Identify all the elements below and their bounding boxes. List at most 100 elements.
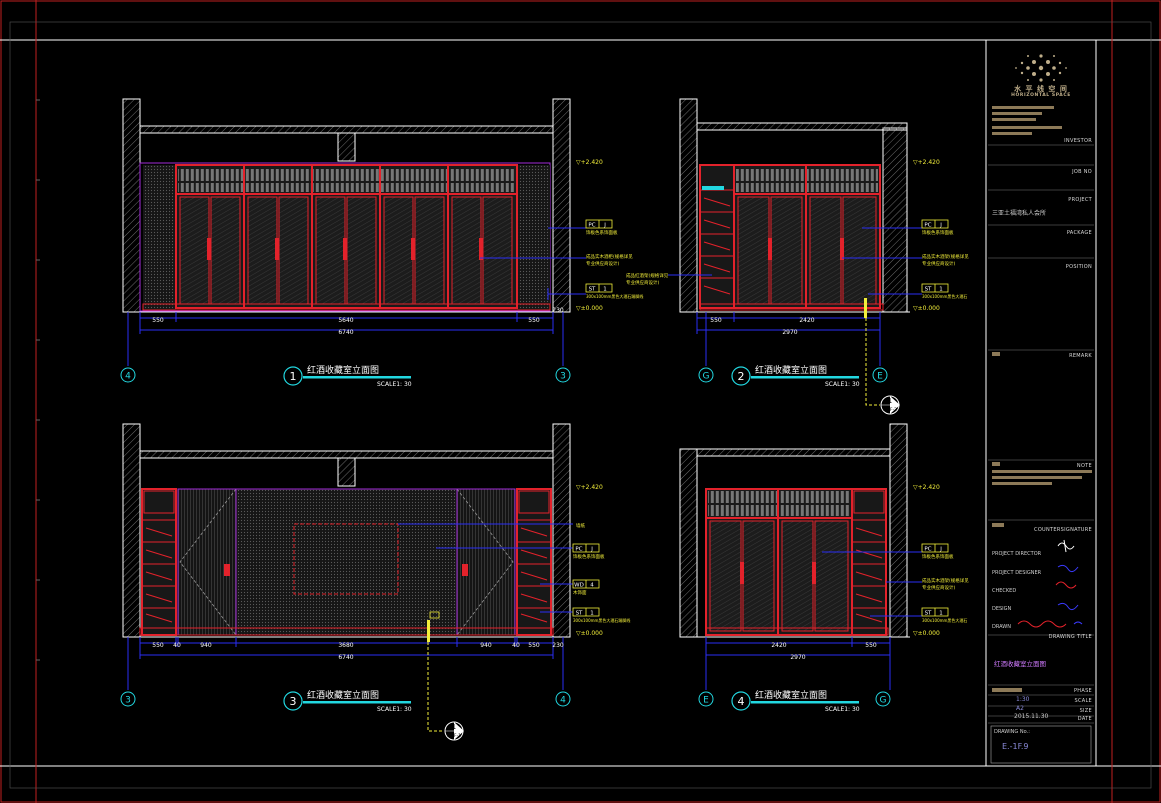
tag-num: J [939, 223, 942, 229]
wall-section [679, 98, 908, 313]
title-text: 红酒收藏室立面图 [307, 689, 379, 701]
material-tag: ST 1 300x100mm黑色大理石 [921, 607, 967, 623]
title-number: 3 [290, 695, 297, 708]
axis-label: E [703, 696, 709, 706]
dim-seg: 2420 [771, 642, 786, 649]
drawing-title-label: DRAWING TITLE [1048, 634, 1092, 640]
title-number: 2 [738, 370, 745, 383]
countersignature-label: COUNTERSIGNATURE [1034, 527, 1092, 533]
investor-label: INVESTOR [1064, 138, 1092, 144]
dim-seg: 2420 [799, 317, 814, 324]
phase-label: PHASE [1073, 688, 1092, 694]
tag-num: 1 [590, 611, 594, 617]
dimension-lines [696, 312, 881, 366]
project-label: PROJECT [1068, 197, 1092, 203]
dim-seg: 940 [480, 642, 492, 649]
note-line: 专业供应商设计) [922, 260, 955, 267]
dim-seg: 550 [152, 317, 164, 324]
dim-seg: 230 [552, 642, 564, 649]
title-scale: SCALE1: 30 [825, 706, 860, 713]
tag-note: 饰板色系饰面板 [922, 553, 954, 560]
tag-code: PC [588, 223, 595, 229]
signature [1017, 539, 1083, 628]
material-tag: ST 1 300x100mm黑色大理石 [921, 283, 967, 299]
elevation-2: 550 2420 2970 ▽+2.420 ▽±0.000 PC J 饰板色系饰… [626, 98, 969, 415]
leader-note: 成品实木酒架(规格详见 专业供应商设计) [922, 577, 969, 591]
axis-label: 3 [125, 696, 131, 706]
dim-seg: 3680 [338, 642, 353, 649]
dim-seg: 40 [512, 642, 520, 649]
note-line: 墙纸 [576, 522, 585, 529]
package-label: PACKAGE [1066, 230, 1092, 236]
elevation-title: 3 红酒收藏室立面图 SCALE1: 30 [283, 689, 412, 713]
logo-en: HORIZONTAL SPACE [1011, 93, 1071, 98]
section-reference: 1 EL-F-2 [865, 318, 900, 415]
level-bottom: ▽±0.000 [576, 630, 603, 637]
dim-seg: 40 [173, 642, 181, 649]
dim-total: 6740 [338, 654, 353, 661]
title-text: 红酒收藏室立面图 [755, 364, 827, 376]
drawn-label: DRAWN [992, 624, 1011, 630]
axis-bubble: G [698, 367, 714, 383]
note-line: 专业供应商设计) [626, 279, 659, 286]
axis-label: G [703, 372, 710, 382]
tag-code: PC [924, 547, 931, 553]
level-bottom: ▽±0.000 [913, 305, 940, 312]
note-line: 成品红酒架(规格详见 [626, 272, 669, 279]
date-value: 2015.11.30 [1014, 713, 1049, 720]
elevation-title: 4 红酒收藏室立面图 SCALE1: 30 [731, 689, 860, 713]
tag-code: ST [925, 287, 932, 293]
tag-num: J [603, 223, 606, 229]
elevation-title: 1 红酒收藏室立面图 SCALE1: 30 [283, 364, 412, 388]
section-sheet: EL-F-2 [883, 407, 897, 413]
note-line: 成品实木酒架(规格详见 [922, 577, 969, 584]
dim-seg: 940 [200, 642, 212, 649]
dim-seg: 550 [152, 642, 164, 649]
leader-note: 成品实木酒架(规格详见 专业供应商设计) [922, 253, 969, 267]
wine-cabinet [705, 488, 853, 636]
position-label: POSITION [1065, 264, 1092, 270]
drawing-no-value: E.-1F.9 [1002, 742, 1029, 751]
date-label: DATE [1077, 716, 1092, 722]
tag-code: ST [925, 611, 932, 617]
elevation-1: 550 5640 550 230 6740 ▽+2.420 ▽±0.000 PC… [120, 98, 643, 388]
size-label: SIZE [1079, 708, 1092, 714]
dimension-lines [705, 637, 891, 690]
tag-note: 饰板色系饰面板 [922, 229, 954, 236]
job-no-label: JOB NO [1072, 169, 1092, 175]
section-num: 1 [888, 397, 892, 405]
axis-bubble: 3 [555, 367, 571, 383]
wine-rack [141, 488, 552, 636]
axis-bubble: G [875, 691, 891, 707]
wall-panel [235, 488, 458, 636]
axis-label: E [877, 372, 883, 382]
section-reference: 1 EL-F-1 [427, 642, 464, 741]
material-tag: WD 4 木饰面 [572, 579, 600, 596]
axis-bubble: 4 [120, 367, 136, 383]
tag-code: PC [924, 223, 931, 229]
tag-num: J [590, 547, 593, 553]
tag-num: J [939, 547, 942, 553]
level-top: ▽+2.420 [913, 484, 940, 491]
title-block-grid [988, 54, 1094, 764]
title-text: 红酒收藏室立面图 [755, 689, 827, 701]
leader-note: 成品实木酒柜(规格详见 专业供应商设计) [586, 253, 633, 267]
project-name: 三亚土福湾私人会所 [992, 210, 1047, 217]
level-top: ▽+2.420 [576, 159, 603, 166]
design-label: DESIGN [992, 606, 1012, 612]
level-top: ▽+2.420 [913, 159, 940, 166]
tag-note: 300x100mm黑色大理石 [922, 293, 967, 299]
size-value: A2 [1016, 705, 1024, 712]
dim-seg: 550 [710, 317, 722, 324]
material-tag: PC J 饰板色系饰面板 [585, 219, 618, 236]
tag-num: 1 [939, 611, 943, 617]
section-sheet: EL-F-1 [447, 733, 461, 739]
dimension-lines [127, 312, 564, 366]
axis-bubble: E [698, 691, 714, 707]
scale-value: 1:30 [1016, 696, 1030, 703]
leader-note: 成品红酒架(规格详见 专业供应商设计) [626, 272, 669, 286]
axis-label: 4 [125, 372, 131, 382]
wine-cabinet [142, 164, 551, 311]
